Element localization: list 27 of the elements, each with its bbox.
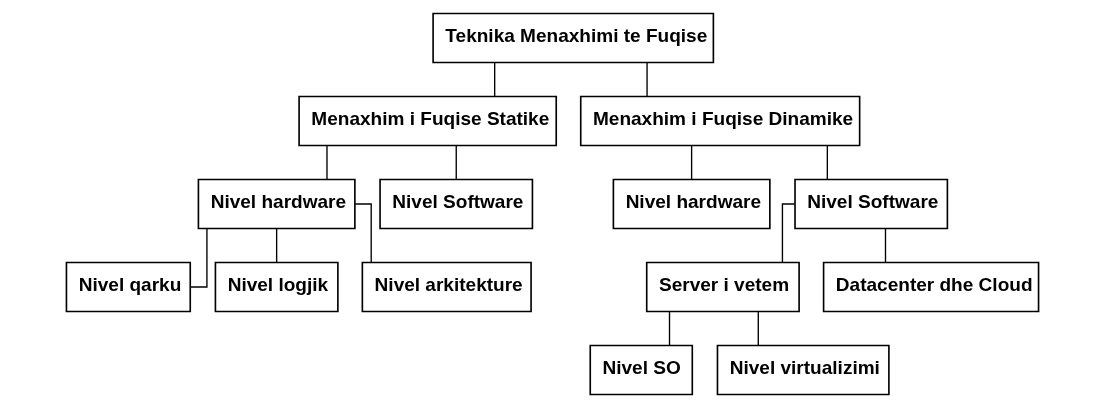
connector	[884, 228, 887, 263]
connector	[326, 145, 328, 180]
node-box: Nivel hardware	[612, 178, 771, 230]
node-box: Server i vetem	[645, 261, 800, 313]
connector	[354, 203, 372, 263]
node-box: Nivel virtualizimi	[716, 344, 890, 396]
node-box: Nivel qarku	[65, 261, 192, 313]
node-box: Teknika Menaxhimi te Fuqise	[432, 12, 715, 64]
node-box: Menaxhim i Fuqise Dinamike	[579, 95, 861, 147]
connector	[189, 228, 208, 288]
node-box: Nivel arkitekture	[361, 261, 532, 313]
connector	[494, 62, 496, 97]
node-box: Nivel Software	[379, 178, 534, 230]
connector	[668, 311, 671, 346]
connector	[690, 145, 693, 180]
connector	[646, 62, 648, 97]
connector	[757, 311, 759, 346]
connector	[455, 145, 457, 180]
node-box: Nivel logjik	[214, 261, 339, 313]
connector	[781, 203, 796, 263]
node-box: Menaxhim i Fuqise Statike	[298, 95, 558, 147]
connector	[275, 228, 278, 263]
connector	[826, 145, 828, 180]
node-box: Datacenter dhe Cloud	[822, 261, 1040, 313]
node-box: Nivel hardware	[197, 178, 356, 230]
node-box: Nivel SO	[589, 344, 694, 396]
node-box: Nivel Software	[794, 178, 949, 230]
